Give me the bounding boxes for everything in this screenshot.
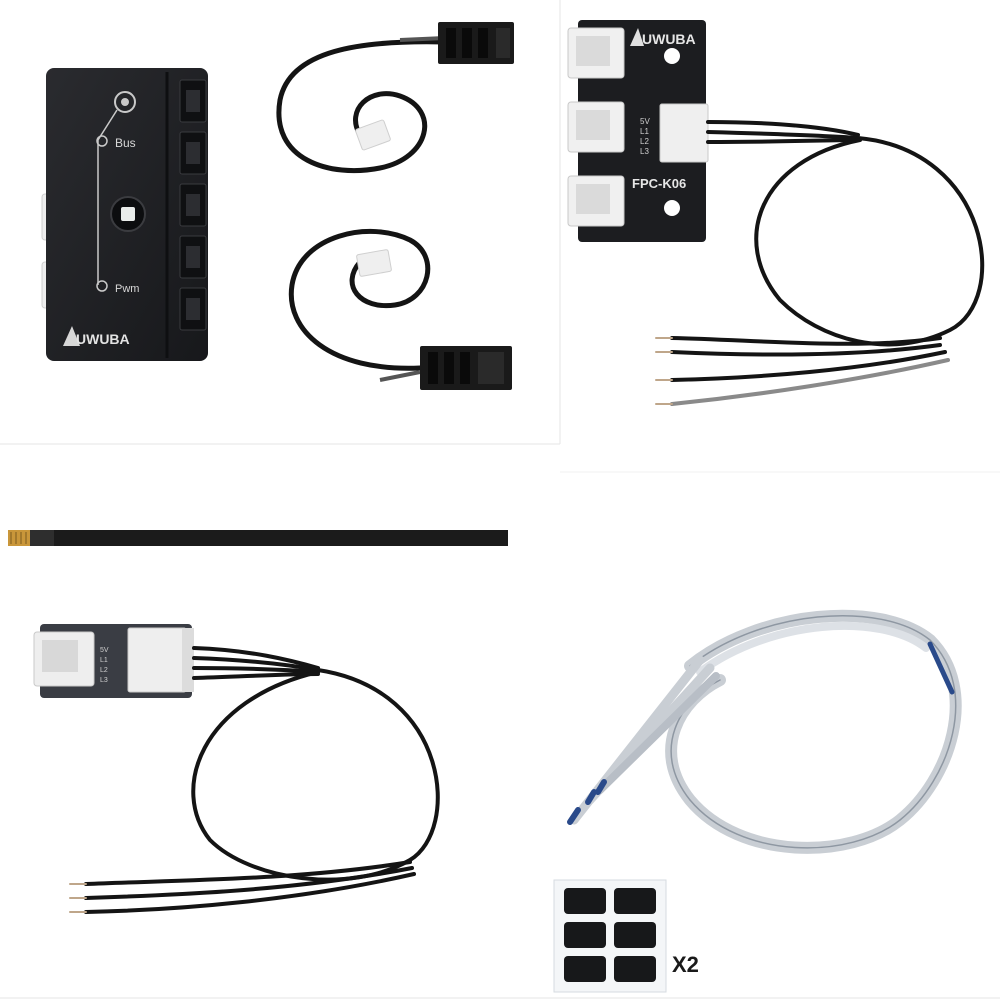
board-k06-header (659, 103, 709, 163)
adapter-pin-5v: 5V (100, 647, 109, 654)
adapter-pin-l2: L2 (100, 667, 108, 674)
adapter-pin-l1: L1 (100, 657, 108, 664)
board-k06-hole-bottom (664, 200, 680, 216)
adhesive-pads: X2 (553, 879, 699, 993)
ribbon-cable (567, 609, 962, 854)
adapter-pin-l3: L3 (100, 677, 108, 684)
board-fpc-k06: UWUBA FPC-K06 5V L1 L2 L3 (567, 20, 985, 406)
hub-logo-icon (63, 326, 80, 346)
hub-label-bus: Bus (115, 136, 136, 150)
hub-right-connectors (179, 79, 207, 331)
cable-2-connector (356, 249, 392, 277)
adapter-board: 5V L1 L2 L3 (33, 624, 440, 914)
hub-bus-pad (96, 135, 108, 147)
board-k06-wires (655, 120, 985, 406)
board-k06-pin-5v: 5V (640, 117, 650, 126)
hub-led-icon (121, 207, 135, 221)
adapter-header (127, 627, 187, 693)
pads-quantity: X2 (672, 952, 699, 977)
hub-label-pwm: Pwm (115, 283, 139, 295)
fan-cable-2 (288, 228, 512, 390)
hub-pwm-pad (96, 280, 108, 292)
fpc-strip (8, 530, 508, 546)
hub-mount-hole-center (121, 98, 129, 106)
board-k06-pin-l2: L2 (640, 137, 649, 146)
hub-brand: UWUBA (76, 331, 130, 347)
board-k06-hole-top (664, 48, 680, 64)
adapter-wires (69, 646, 440, 914)
board-k06-pin-l1: L1 (640, 127, 649, 136)
fpc-strip-body (8, 530, 508, 546)
board-k06-model: FPC-K06 (632, 176, 686, 191)
hub-mount-hole (114, 91, 136, 113)
fan-hub: Bus Pwm UWUBA (41, 68, 208, 361)
fpc-strip-contacts (8, 530, 30, 546)
cable-1-connector (355, 119, 391, 151)
board-k06-logo-icon (630, 28, 644, 46)
board-k06-brand: UWUBA (642, 31, 696, 47)
cable-1-plug (438, 22, 514, 64)
board-k06-pin-l3: L3 (640, 147, 649, 156)
hub-trace (97, 109, 118, 285)
fan-cable-1 (276, 22, 514, 174)
